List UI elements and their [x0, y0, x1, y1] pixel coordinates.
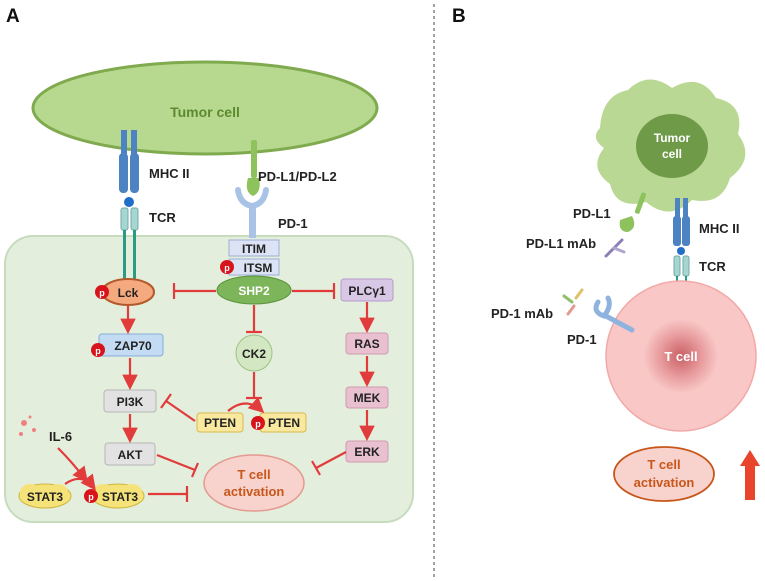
pd-1-receptor — [235, 187, 269, 238]
tumor-cell-b-line1: Tumor — [654, 131, 691, 145]
p-label: p — [95, 346, 101, 356]
t-cell-label: T cell — [664, 349, 697, 364]
mhc-ii-receptor — [119, 130, 139, 207]
p-stat3-label: STAT3 — [102, 490, 139, 504]
tcr-label-b: TCR — [699, 259, 726, 274]
lck-label: Lck — [118, 286, 139, 300]
t-cell-activation-a-line2: activation — [224, 484, 285, 499]
stat3-label: STAT3 — [27, 490, 64, 504]
mhc-ii-label-b: MHC II — [699, 221, 739, 236]
pten-box — [196, 412, 244, 433]
tumor-cell-label: Tumor cell — [170, 104, 240, 120]
pd-l1-mab-label: PD-L1 mAb — [526, 236, 596, 251]
tumor-cell-b-line2: cell — [662, 147, 682, 161]
tumor-cell — [31, 60, 379, 156]
ck2-node — [235, 334, 273, 372]
itsm-phospho — [220, 260, 234, 274]
pd-1-label-b: PD-1 — [567, 332, 597, 347]
t-cell-activation-a — [203, 454, 305, 512]
pten-phospho — [251, 416, 265, 430]
pd-l1-b — [619, 192, 647, 232]
plcg1-label: PLCγ1 — [348, 284, 386, 298]
tcr-receptor — [120, 207, 139, 282]
tcr-label: TCR — [149, 210, 176, 225]
pi3k-label: PI3K — [117, 395, 144, 409]
il6-droplets — [19, 415, 36, 436]
itim-box — [228, 239, 280, 257]
pd-1-label: PD-1 — [278, 216, 308, 231]
ras-label: RAS — [354, 337, 379, 351]
mhc-ii-label: MHC II — [149, 166, 189, 181]
activation-arrows — [57, 302, 375, 491]
shp2-label: SHP2 — [238, 284, 270, 298]
akt-label: AKT — [118, 448, 143, 462]
pd-l1-pd-l2-label: PD-L1/PD-L2 — [258, 169, 337, 184]
pd-l1-ligand — [246, 140, 260, 196]
stat3-phospho — [84, 489, 98, 503]
il6-label: IL-6 — [49, 429, 72, 444]
pd-l1-label-b: PD-L1 — [573, 206, 611, 221]
t-cell-activation-b — [613, 446, 715, 502]
p-label: p — [224, 263, 230, 273]
p-label: p — [88, 492, 94, 502]
stat3-blob — [18, 483, 72, 509]
pd-1-mab-label: PD-1 mAb — [491, 306, 553, 321]
itim-label: ITIM — [242, 242, 266, 256]
lck-phospho — [95, 285, 109, 299]
panel-label-b: B — [452, 6, 466, 27]
itsm-label: ITSM — [244, 261, 273, 275]
zap70-phospho — [91, 343, 105, 357]
tumor-nucleus — [636, 114, 708, 178]
t-cell-activation-b-line1: T cell — [647, 457, 680, 472]
up-arrow-icon — [740, 450, 760, 500]
inhibition-lines — [148, 283, 347, 502]
ck2-label: CK2 — [242, 347, 266, 361]
pd-l1-mab-icon — [604, 238, 626, 258]
t-cell-activation-b-line2: activation — [634, 475, 695, 490]
shp2-node — [216, 275, 292, 305]
plcg1-box — [340, 278, 394, 302]
pd-1-mab-icon — [562, 288, 584, 316]
p-pten-label: PTEN — [268, 416, 300, 430]
erk-label: ERK — [354, 445, 380, 459]
panel-label-a: A — [6, 6, 20, 27]
zap70-label: ZAP70 — [114, 339, 152, 353]
pd-1-b — [593, 295, 635, 333]
pten-label: PTEN — [204, 416, 236, 430]
t-cell-activation-a-line1: T cell — [237, 467, 270, 482]
p-label: p — [99, 288, 105, 298]
mek-label: MEK — [354, 391, 381, 405]
t-cell-nucleus — [643, 318, 719, 394]
mhc-ii-b — [673, 198, 690, 255]
p-label: p — [255, 419, 261, 429]
